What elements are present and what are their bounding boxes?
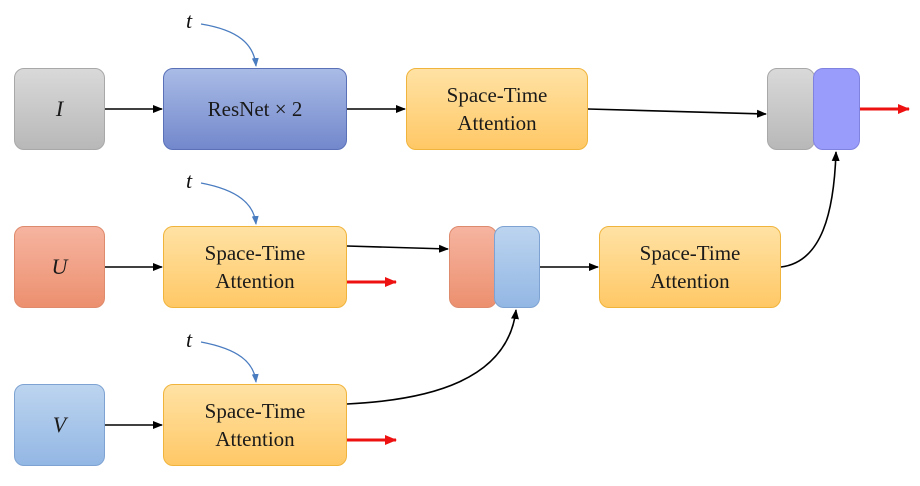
attention-label-row2: Space-Time Attention [204, 240, 306, 293]
input-v-label: V [52, 412, 67, 438]
attention-block-row3: Space-Time Attention [163, 384, 347, 466]
timestep-arrow-row2 [200, 182, 259, 225]
input-i-box: I [14, 68, 105, 150]
input-u-box: U [14, 226, 105, 308]
attention-block-fusion: Space-Time Attention [599, 226, 781, 308]
concat-top-gray-segment [767, 68, 815, 150]
timestep-label-row1: t [186, 8, 193, 33]
arrow-fusion-to-concat-top [780, 151, 840, 268]
input-i-label: I [55, 96, 64, 122]
arrow-attention-to-concat-top [587, 108, 767, 118]
input-u-label: U [51, 254, 68, 280]
timestep-label-row3: t [186, 327, 193, 352]
timestep-arrow-row1 [200, 23, 259, 67]
attention-label-fusion: Space-Time Attention [639, 240, 741, 293]
arrow-attention-row3-to-concat [346, 309, 519, 405]
concat-mid-blue-segment [494, 226, 540, 308]
attention-block-row1: Space-Time Attention [406, 68, 588, 150]
resnet-block: ResNet × 2 [163, 68, 347, 150]
arrow-attention-row2-to-concat [346, 244, 449, 253]
resnet-label: ResNet × 2 [207, 96, 303, 121]
concat-top-violet-segment [813, 68, 860, 150]
timestep-label-row2: t [186, 168, 193, 193]
input-v-box: V [14, 384, 105, 466]
attention-label-row3: Space-Time Attention [204, 398, 306, 451]
attention-label-row1: Space-Time Attention [446, 82, 548, 135]
timestep-arrow-row3 [200, 341, 259, 383]
attention-block-row2: Space-Time Attention [163, 226, 347, 308]
